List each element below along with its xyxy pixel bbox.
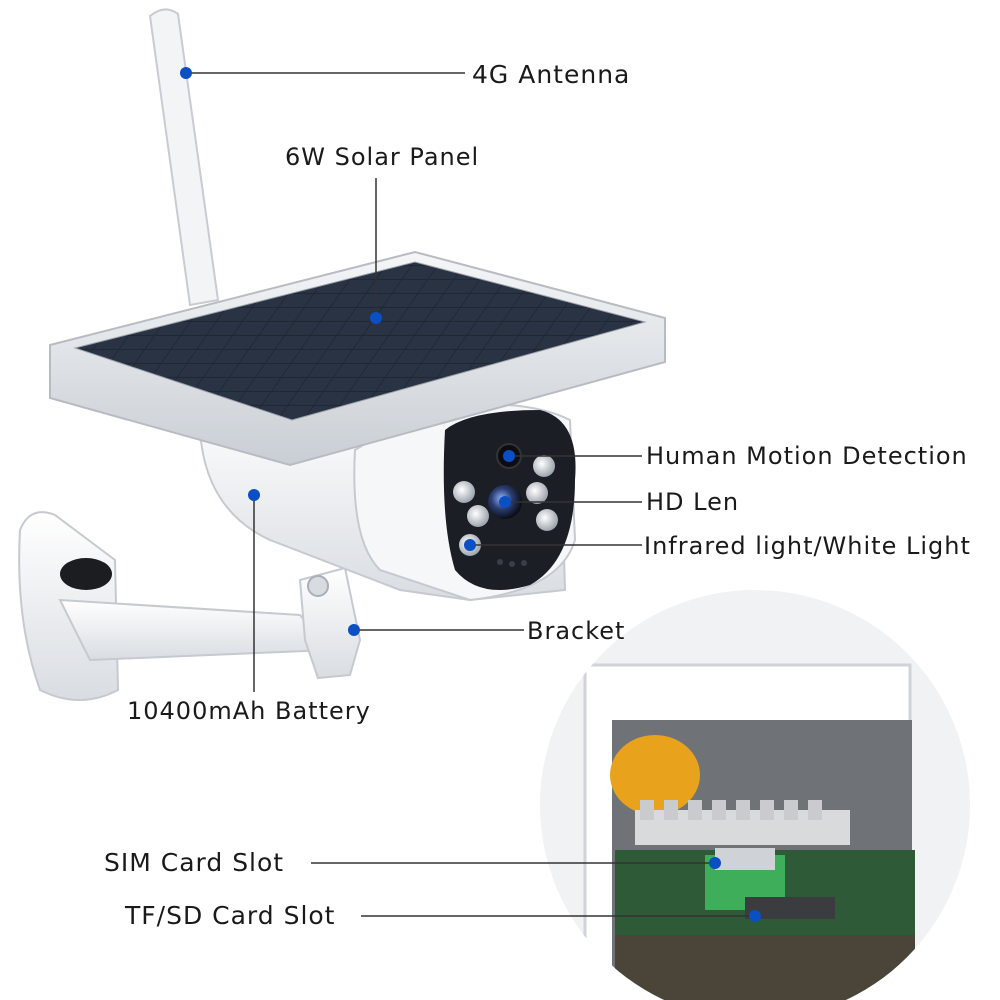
marker-antenna [180,67,192,79]
label-antenna: 4G Antenna [472,60,631,89]
label-ir-light: Infrared light/White Light [644,532,971,560]
marker-lens [499,496,511,508]
callout-markers [180,67,761,922]
label-tf-slot: TF/SD Card Slot [125,901,336,930]
marker-battery [248,489,260,501]
antenna [148,8,220,307]
label-hd-lens: HD Len [646,488,740,516]
wall-mount [18,511,362,701]
marker-sim [709,857,721,869]
leader-lines [186,72,755,917]
marker-tf [749,910,761,922]
label-battery: 10400mAh Battery [127,697,371,725]
marker-solar-panel [370,312,382,324]
marker-bracket [348,624,360,636]
label-bracket: Bracket [527,617,626,645]
label-solar-panel: 6W Solar Panel [285,143,480,171]
label-sim-slot: SIM Card Slot [104,848,285,877]
internal-view-inset [540,590,970,1000]
marker-ir-light [464,539,476,551]
marker-motion [503,450,515,462]
solar-panel [49,250,666,467]
label-motion-detection: Human Motion Detection [646,442,968,470]
